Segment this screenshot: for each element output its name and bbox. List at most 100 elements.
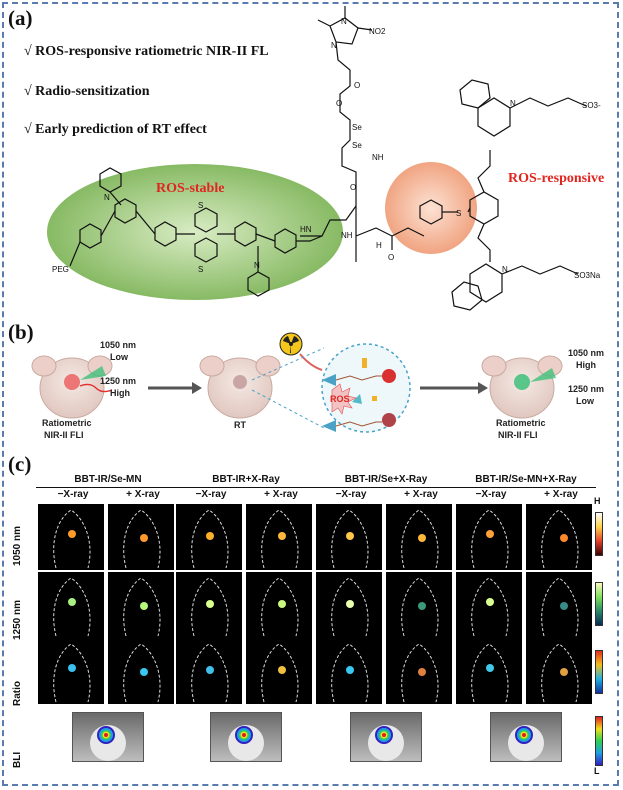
image-tile-r2-c4 [316, 638, 382, 704]
group-underline-2 [314, 487, 456, 488]
signal-spot [68, 598, 76, 606]
mouse-right [481, 355, 563, 419]
image-tile-r1-c7 [526, 572, 592, 638]
label-ros-stable: ROS-stable [156, 181, 224, 196]
right-caption-fli: NIR-II FLI [498, 430, 538, 440]
mouse-outline [261, 509, 299, 569]
atom-so3na: SO3Na [574, 271, 601, 280]
atom-se-1: Se [352, 123, 362, 132]
mouse-outline [123, 577, 161, 637]
condition-label-2-1: + X-ray [404, 489, 438, 500]
signal-spot [140, 602, 148, 610]
image-tile-r1-c4 [316, 572, 382, 638]
atom-peg: PEG [52, 265, 69, 274]
ros-text: ROS [330, 394, 350, 404]
rt-caption: RT [234, 420, 246, 430]
signal-spot [486, 530, 494, 538]
atom-n-indole-2: N [502, 265, 508, 274]
panel-a-letter: (a) [8, 6, 33, 30]
mouse-outline [123, 509, 161, 569]
image-tile-r2-c3 [246, 638, 312, 704]
atom-s-bbt-2: S [198, 265, 203, 274]
left-1250-nm: 1250 nm [100, 376, 137, 386]
signal-spot [346, 666, 354, 674]
group-title-0: BBT-IR/Se-MN [74, 474, 142, 485]
mouse-outline [123, 643, 161, 703]
signal-spot [278, 532, 286, 540]
mouse-outline [401, 577, 439, 637]
atom-n-top: N [341, 17, 347, 26]
image-tile-r1-c0 [38, 572, 104, 638]
condition-label-1-0: −X-ray [195, 489, 227, 500]
mouse-outline [191, 509, 229, 569]
signal-spot [140, 668, 148, 676]
colorbar-1250 [595, 582, 603, 626]
left-1050-nm: 1050 nm [100, 340, 137, 350]
group-underline-3 [454, 487, 596, 488]
signal-spot [486, 598, 494, 606]
bullet-early-prediction: √ Early prediction of RT effect [24, 122, 207, 137]
row-label-1250: 1250 nm [12, 599, 23, 640]
atom-n-left: N [104, 193, 110, 202]
panel-b-schematic: ROS [31, 332, 563, 433]
colorbar-h-1: H [594, 496, 601, 506]
image-tile-r0-c5 [386, 504, 452, 570]
image-tile-r0-c7 [526, 504, 592, 570]
image-tile-r0-c6 [456, 504, 522, 570]
zoom-circle [321, 343, 411, 433]
signal-spot [278, 600, 286, 608]
image-tile-r0-c0 [38, 504, 104, 570]
image-tile-r1-c5 [386, 572, 452, 638]
image-tile-r0-c4 [316, 504, 382, 570]
mouse-outline [401, 509, 439, 569]
atom-o-ester-2: O [336, 99, 342, 108]
signal-spot [140, 534, 148, 542]
atom-nh-2: NH [341, 231, 353, 240]
ros-responsive-circle [385, 162, 477, 254]
mouse-outline [541, 577, 579, 637]
atom-hn: HN [300, 225, 312, 234]
radiation-icon [279, 332, 303, 356]
bli-image-3 [490, 712, 562, 762]
signal-spot [418, 602, 426, 610]
group-underline-0 [36, 487, 178, 488]
mouse-outline [541, 643, 579, 703]
left-1250-level: High [110, 388, 130, 398]
atom-nh-1: NH [372, 153, 384, 162]
image-tile-r1-c3 [246, 572, 312, 638]
group-title-3: BBT-IR/Se-MN+X-Ray [475, 474, 577, 485]
signal-spot [486, 664, 494, 672]
atom-s-bbt-1: S [198, 201, 203, 210]
row-label-ratio: Ratio [12, 681, 23, 706]
group-title-2: BBT-IR/Se+X-Ray [344, 474, 428, 485]
image-tile-r2-c0 [38, 638, 104, 704]
condition-label-2-0: −X-ray [335, 489, 367, 500]
signal-spot [278, 666, 286, 674]
colorbar-bli [595, 716, 603, 766]
image-tile-r2-c1 [108, 638, 174, 704]
image-tile-r2-c7 [526, 638, 592, 704]
left-caption-fli: NIR-II FLI [44, 430, 84, 440]
mouse-outline [191, 643, 229, 703]
row-label-bli: BLI [12, 751, 23, 768]
atom-h: H [376, 241, 382, 250]
mouse-outline [541, 509, 579, 569]
atom-se-2: Se [352, 141, 362, 150]
right-caption-ratiometric: Ratiometric [496, 418, 546, 428]
signal-spot [346, 600, 354, 608]
image-tile-r2-c6 [456, 638, 522, 704]
row-label-1050: 1050 nm [12, 525, 23, 566]
chemical-structure: NO2 N N O O Se Se NH O HN NH H O S N N S… [47, 6, 604, 311]
signal-spot [418, 668, 426, 676]
signal-spot [206, 666, 214, 674]
panel-c-letter: (c) [8, 452, 32, 476]
signal-spot [346, 532, 354, 540]
panel-b-letter: (b) [8, 320, 34, 344]
bli-image-2 [350, 712, 422, 762]
image-tile-r2-c5 [386, 638, 452, 704]
colorbar-l: L [594, 766, 600, 776]
mouse-outline [191, 577, 229, 637]
mouse-outline [53, 509, 91, 569]
atom-n-right: N [254, 261, 260, 270]
signal-spot [68, 664, 76, 672]
